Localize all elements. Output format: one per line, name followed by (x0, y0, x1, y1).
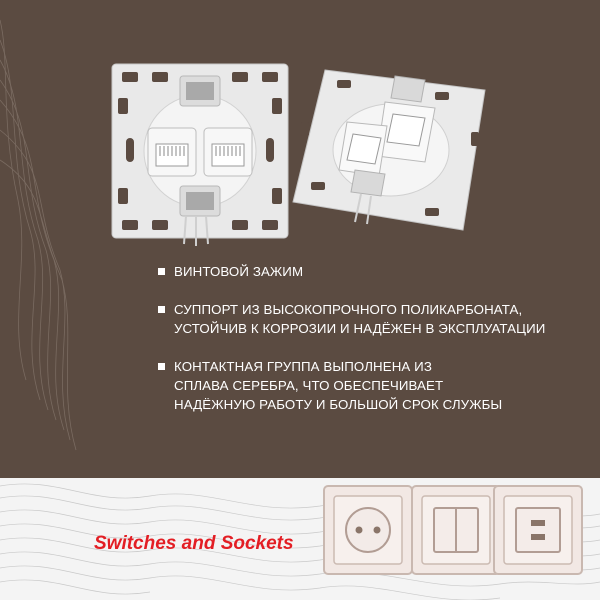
product-side-view-image (292, 69, 486, 231)
feature-text: НАДЁЖНУЮ РАБОТУ И БОЛЬШОЙ СРОК СЛУЖБЫ (174, 397, 503, 412)
feature-text: СУППОРТ ИЗ ВЫСОКОПРОЧНОГО ПОЛИКАРБОНАТА, (174, 302, 523, 317)
feature-item-polycarbonate-support: СУППОРТ ИЗ ВЫСОКОПРОЧНОГО ПОЛИКАРБОНАТА,… (158, 300, 578, 338)
bullet-square-icon (158, 268, 165, 275)
feature-list: ВИНТОВОЙ ЗАЖИМ СУППОРТ ИЗ ВЫСОКОПРОЧНОГО… (158, 262, 578, 433)
feature-text: УСТОЙЧИВ К КОРРОЗИИ И НАДЁЖЕН В ЭКСПЛУАТ… (174, 321, 546, 336)
socket-icon (323, 485, 413, 575)
product-front-view-image (111, 63, 289, 246)
feature-item-screw-clamp: ВИНТОВОЙ ЗАЖИМ (158, 262, 578, 281)
footer-band: Switches and Sockets (0, 478, 600, 600)
product-showcase: ВИНТОВОЙ ЗАЖИМ СУППОРТ ИЗ ВЫСОКОПРОЧНОГО… (0, 19, 578, 451)
feature-text: СПЛАВА СЕРЕБРА, ЧТО ОБЕСПЕЧИВАЕТ (174, 378, 444, 393)
feature-item-silver-contacts: КОНТАКТНАЯ ГРУППА ВЫПОЛНЕНА ИЗ СПЛАВА СЕ… (158, 357, 578, 414)
feature-text: КОНТАКТНАЯ ГРУППА ВЫПОЛНЕНА ИЗ (174, 359, 432, 374)
double-switch-icon (411, 485, 501, 575)
brand-title: Switches and Sockets (94, 533, 294, 554)
bullet-square-icon (158, 363, 165, 370)
bullet-square-icon (158, 306, 165, 313)
contour-lines-decoration (0, 19, 77, 451)
usb-charger-icon (493, 485, 583, 575)
feature-text: ВИНТОВОЙ ЗАЖИМ (174, 264, 304, 279)
